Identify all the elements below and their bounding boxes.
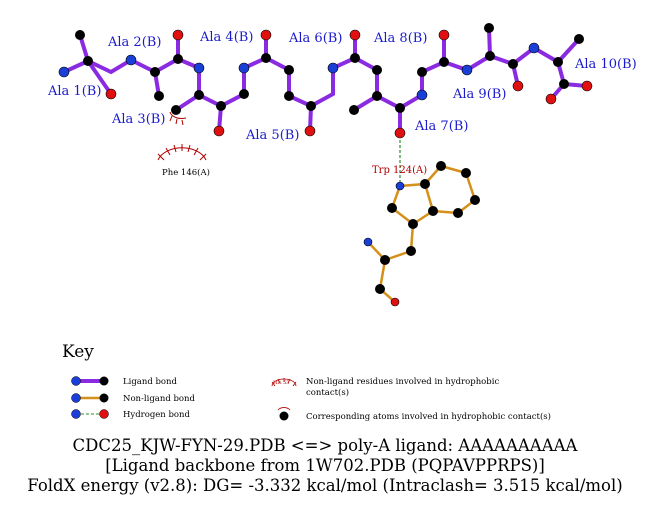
residue-label-phe146: Phe 146(A) <box>162 167 210 178</box>
residue-label-ala3: Ala 3(B) <box>111 112 165 127</box>
hydrophobic-contacts <box>157 111 207 161</box>
nitrogen-icon <box>71 376 81 386</box>
key-hydrophobic-residues-label-1: Non-ligand residues involved in hydropho… <box>306 377 499 387</box>
key-his-example: His 53 <box>273 380 289 386</box>
residue-label-ala9: Ala 9(B) <box>452 87 506 102</box>
residue-label-ala10: Ala 10(B) <box>574 57 637 72</box>
key-corresponding-atoms-label: Corresponding atoms involved in hydropho… <box>306 411 551 422</box>
carbon-atoms <box>75 23 584 294</box>
key-nonligand-bond-label: Non-ligand bond <box>123 394 195 404</box>
residue-label-ala6: Ala 6(B) <box>288 31 342 46</box>
caption-line-2: [Ligand backbone from 1W702.PDB (PQPAVPP… <box>105 456 545 475</box>
key-hydrogen-bond-label: Hydrogen bond <box>123 410 191 420</box>
key-ligand-bond-label: Ligand bond <box>123 377 178 387</box>
hydrophobic-residue-icon <box>271 378 297 387</box>
caption-line-1: CDC25_KJW-FYN-29.PDB <=> poly-A ligand: … <box>73 436 579 455</box>
residue-label-ala1: Ala 1(B) <box>47 84 101 99</box>
key-hydrophobic-residues-label-2: contact(s) <box>306 387 349 398</box>
caption: CDC25_KJW-FYN-29.PDB <=> poly-A ligand: … <box>27 436 622 495</box>
nitrogen-atoms <box>58 42 540 247</box>
carbon-icon <box>99 376 109 386</box>
key: Key Ligand bond Non-ligand bond Hydrogen… <box>62 342 551 422</box>
residue-label-ala2: Ala 2(B) <box>107 35 161 50</box>
residue-label-ala5: Ala 5(B) <box>245 128 299 143</box>
residue-label-ala7: Ala 7(B) <box>414 119 468 134</box>
residue-label-ala4: Ala 4(B) <box>199 30 253 45</box>
oxygen-icon <box>99 409 109 419</box>
residue-label-trp124: Trp 124(A) <box>372 165 427 176</box>
hydrophobic-atom-icon <box>279 411 289 421</box>
key-title: Key <box>62 342 94 362</box>
caption-line-3: FoldX energy (v2.8): DG= -3.332 kcal/mol… <box>27 476 622 495</box>
residue-label-ala8: Ala 8(B) <box>373 31 427 46</box>
oxygen-atoms <box>105 29 593 307</box>
